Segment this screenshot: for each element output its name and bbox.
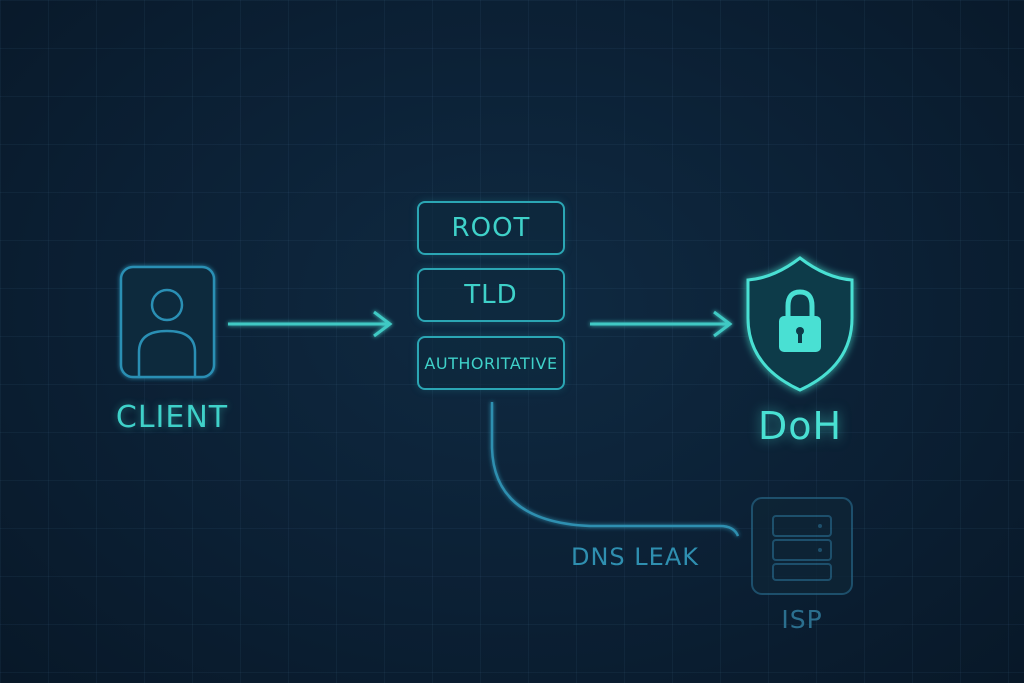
isp-label: ISP xyxy=(781,605,823,634)
server-icon xyxy=(751,497,853,595)
tld-server-box: TLD xyxy=(417,268,565,322)
person-icon xyxy=(119,265,216,379)
doh-label: DoH xyxy=(757,404,843,448)
client-label: CLIENT xyxy=(115,400,229,435)
root-server-box: ROOT xyxy=(417,201,565,255)
authoritative-server-box: AUTHORITATIVE xyxy=(417,336,565,390)
shield-lock-icon xyxy=(746,256,854,392)
authoritative-label: AUTHORITATIVE xyxy=(424,353,558,373)
dns-leak-label: DNS LEAK xyxy=(571,543,699,571)
root-label: ROOT xyxy=(451,213,531,243)
dns-leak-path xyxy=(490,402,740,537)
arrow-resolver-to-doh xyxy=(590,310,733,338)
arrow-client-to-resolver xyxy=(228,310,393,338)
tld-label: TLD xyxy=(464,280,518,310)
